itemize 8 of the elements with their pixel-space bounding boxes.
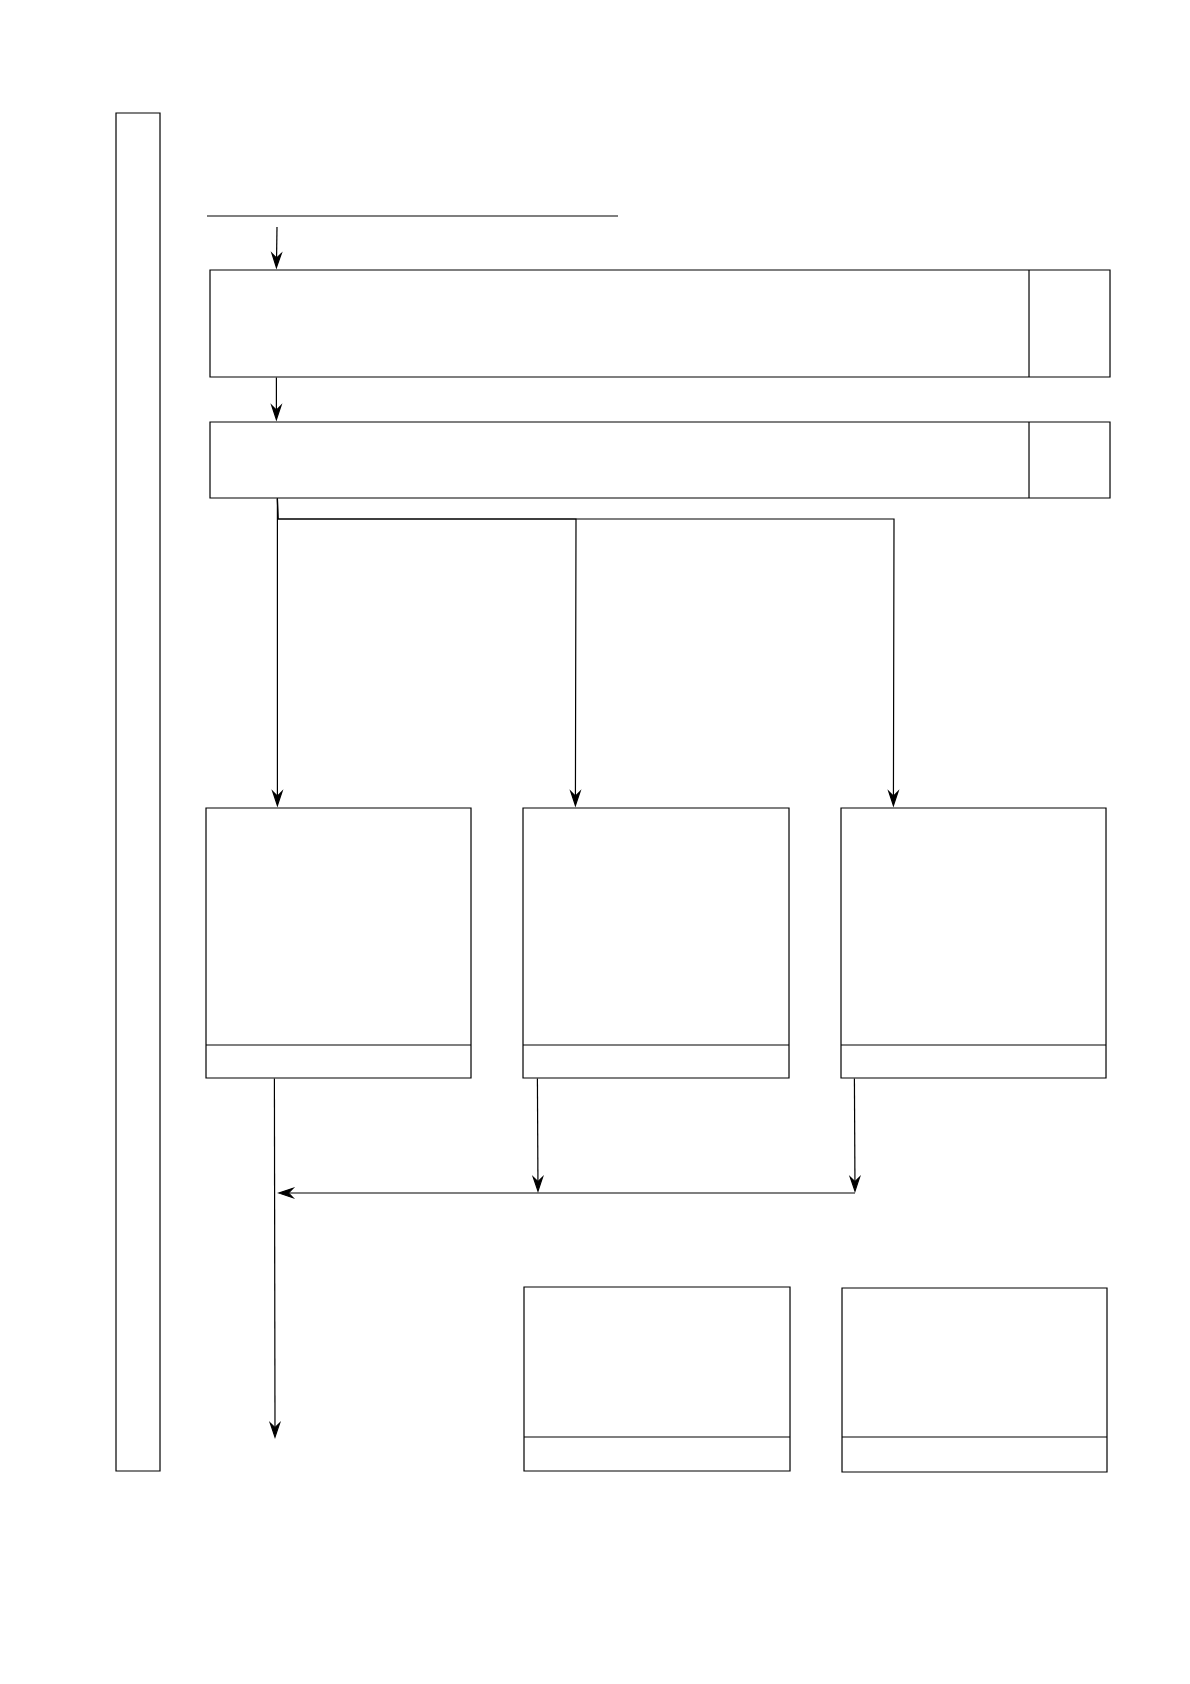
process-box [115, 112, 161, 1472]
process-box [840, 807, 1107, 1079]
process-box [523, 1286, 791, 1472]
process-box [841, 1287, 1108, 1473]
process-box [209, 269, 1111, 378]
process-box [522, 807, 790, 1079]
process-box [205, 807, 472, 1079]
process-box [209, 421, 1111, 499]
